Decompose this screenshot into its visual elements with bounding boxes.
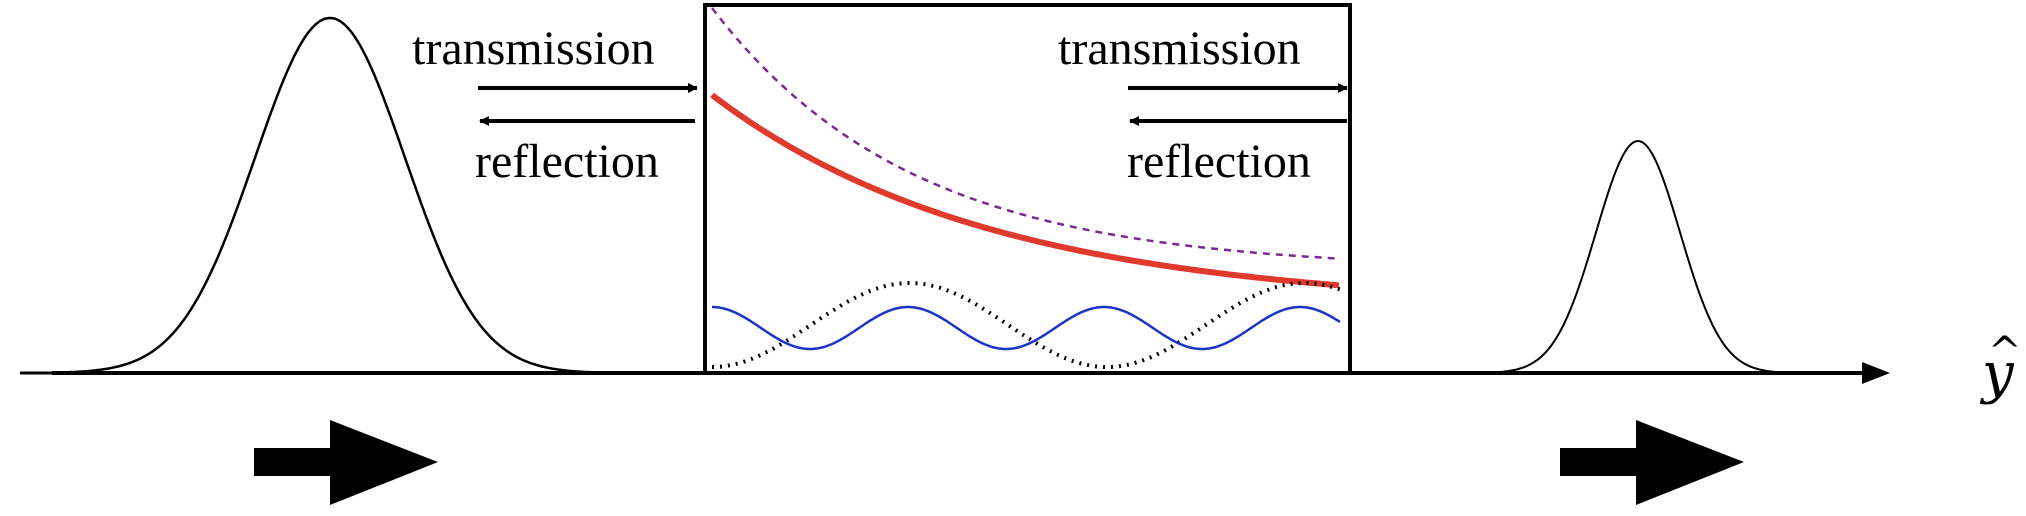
oscillation-solid [712, 305, 1341, 351]
incident-wave-packet [52, 16, 704, 375]
right-transmission-label: transmission [1058, 22, 1301, 75]
left-reflection-label: reflection [475, 135, 659, 188]
bold-arrow-right-icon [1560, 420, 1744, 505]
exponential-decay-solid [710, 92, 1340, 289]
axis-hat: ^ [1988, 329, 2022, 375]
barrier-box [703, 3, 1352, 375]
right-reflection-label: reflection [1127, 135, 1311, 188]
transmitted-wave-packet [1350, 139, 1862, 374]
exponential-decay-dashed [711, 7, 1340, 260]
y-axis-arrowhead [1862, 362, 1890, 384]
bold-arrow-right-icon [254, 420, 438, 505]
left-transmission-label: transmission [412, 22, 655, 75]
oscillation-dotted [712, 281, 1341, 369]
axis-label: y [1979, 341, 2015, 406]
